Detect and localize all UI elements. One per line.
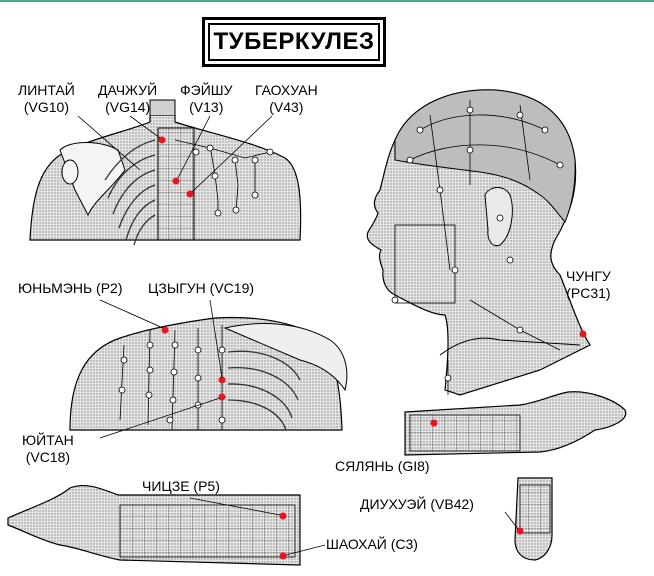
chest-leader-lines bbox=[99, 299, 223, 439]
chungu-point bbox=[579, 330, 587, 338]
label-lintai: ЛИНТАЙ (VG10) bbox=[18, 82, 75, 116]
label-shaohai: ШАОХАЙ (C3) bbox=[326, 536, 418, 552]
label-chicze: ЧИЦЗЕ (P5) bbox=[142, 478, 220, 494]
label-dachzhui: ДАЧЖУЙ (VG14) bbox=[98, 82, 157, 116]
head-figure bbox=[366, 89, 591, 396]
chest-ribs bbox=[227, 350, 301, 431]
foot-figure bbox=[504, 477, 553, 561]
arm-leader-lines bbox=[189, 497, 326, 556]
back-points bbox=[192, 144, 274, 217]
back-neck bbox=[149, 99, 176, 115]
top-border-line bbox=[0, 0, 654, 2]
label-czygun: ЦЗЫГУН (VC19) bbox=[148, 280, 255, 296]
lintai-name: ЛИНТАЙ bbox=[18, 82, 75, 98]
ribs bbox=[104, 139, 156, 246]
syalyan-point bbox=[430, 419, 438, 427]
shoulder-blade-bones bbox=[59, 142, 126, 217]
shoulder-collar bbox=[439, 337, 581, 356]
forearm-figure bbox=[404, 391, 627, 456]
back-meridians bbox=[174, 139, 271, 215]
chest-figure bbox=[69, 299, 348, 439]
gaohuan-code: (V43) bbox=[269, 99, 304, 115]
page-title: ТУБЕРКУЛЕЗ bbox=[208, 23, 380, 61]
arm-grid bbox=[119, 504, 296, 558]
head-points bbox=[391, 106, 564, 382]
arm-figure bbox=[7, 484, 326, 566]
yuitan-code: (VC18) bbox=[25, 449, 71, 465]
title-box: ТУБЕРКУЛЕЗ bbox=[202, 17, 386, 67]
forearm-grid bbox=[409, 414, 521, 452]
chest-active-points bbox=[161, 326, 226, 401]
dachzhui-code: (VG14) bbox=[105, 99, 151, 115]
feishu-name: ФЭЙШУ bbox=[180, 82, 233, 98]
dachzhui-name: ДАЧЖУЙ bbox=[98, 82, 158, 98]
diuhuei-leader bbox=[504, 511, 519, 530]
arm-active-points bbox=[279, 512, 287, 560]
hair bbox=[394, 89, 576, 223]
label-chungu: ЧУНГУ (PC31) bbox=[566, 268, 611, 302]
back-leader-lines bbox=[77, 115, 273, 193]
diuhuei-point bbox=[516, 527, 524, 535]
label-yuitan: ЮЙТАН (VC18) bbox=[22, 432, 74, 466]
chungu-name: ЧУНГУ bbox=[566, 268, 611, 284]
gaohuan-name: ГАОХУАН bbox=[255, 82, 318, 98]
back-active-points bbox=[158, 136, 194, 198]
label-diuhuei: ДИУХУЭЙ (VB42) bbox=[360, 496, 474, 512]
chest-points bbox=[118, 341, 226, 424]
foot-grid bbox=[519, 484, 551, 534]
lintai-code: (VG10) bbox=[23, 99, 69, 115]
label-feishu: ФЭЙШУ (V13) bbox=[180, 82, 233, 116]
label-yunmen: ЮНЬМЭНЬ (P2) bbox=[18, 280, 123, 296]
feishu-code: (V13) bbox=[189, 99, 224, 115]
label-gaohuan: ГАОХУАН (V43) bbox=[255, 82, 318, 116]
collarbone-right bbox=[223, 323, 348, 392]
chungu-code: (PC31) bbox=[566, 285, 611, 301]
yuitan-name: ЮЙТАН bbox=[22, 432, 74, 448]
label-syalyan: СЯЛЯНЬ (GI8) bbox=[335, 458, 430, 474]
back-figure bbox=[29, 99, 302, 246]
